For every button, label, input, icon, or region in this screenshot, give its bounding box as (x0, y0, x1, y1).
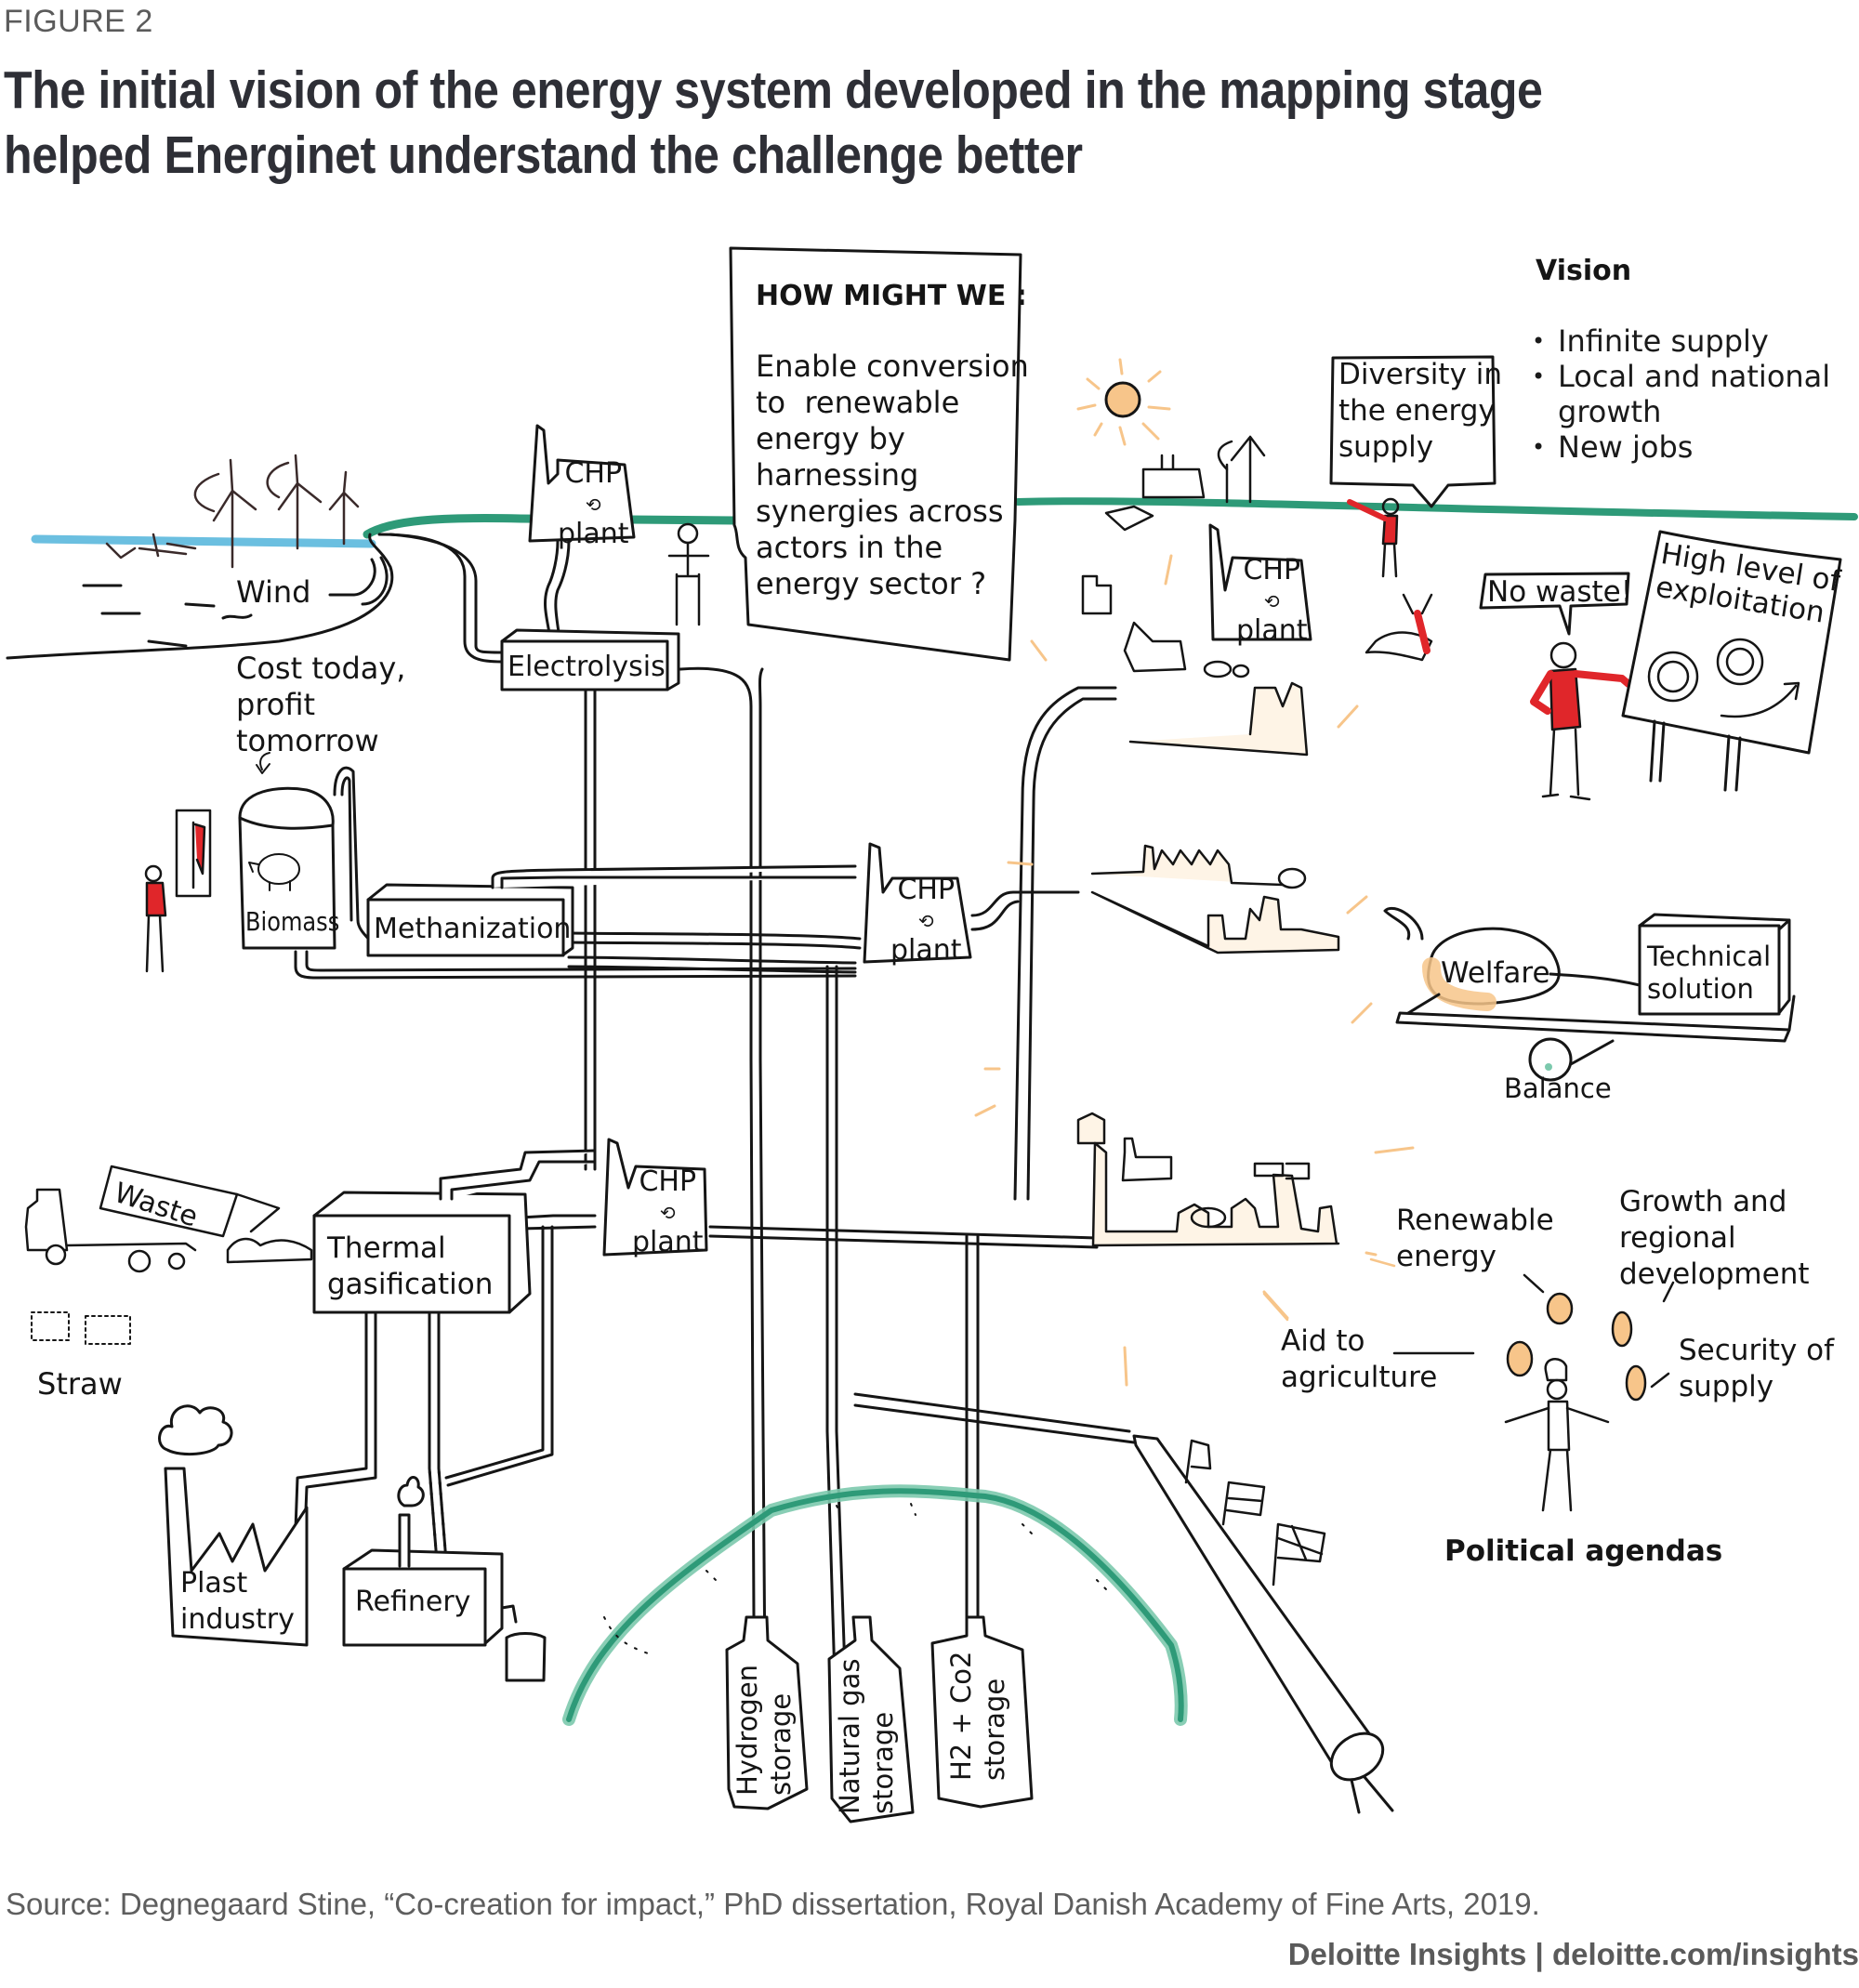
vision-item: Infinite supply (1532, 323, 1830, 359)
vision-item: Local and national growth (1532, 359, 1830, 429)
city-cluster-middle (1090, 844, 1340, 955)
plant-text: plant (632, 1226, 704, 1258)
underground-reservoir-arc (562, 1484, 1188, 1726)
cost-note: Cost today, profit tomorrow (236, 651, 406, 758)
chp-text: CHP (897, 874, 956, 906)
chp-plant-top (528, 424, 636, 543)
diversity-speech-bubble (1329, 355, 1496, 508)
straw-label: Straw (37, 1366, 123, 1402)
figure-label: FIGURE 2 (4, 4, 153, 39)
export-tube (1132, 1434, 1394, 1814)
figure-title: The initial vision of the energy system … (4, 60, 1543, 185)
political-agendas-heading: Political agendas (1444, 1534, 1723, 1568)
cycle-arrows-icon: ⟲ (917, 910, 934, 932)
chp-label-lower: CHP ⟲plant (632, 1167, 704, 1257)
storage-tanks (725, 1615, 1034, 1823)
pipe-network (292, 533, 1136, 1805)
chp-text: CHP (564, 457, 623, 490)
hmw-card-border (729, 246, 1022, 662)
cycle-arrows-icon: ⟲ (585, 494, 601, 516)
welfare-label: Welfare (1441, 956, 1550, 990)
chp-text: CHP (1243, 554, 1301, 586)
country-flags-icon (1184, 1439, 1326, 1586)
hmw-body: Enable conversion to renewable energy by… (756, 349, 1029, 601)
aid-agriculture-label: Aid to agriculture (1281, 1324, 1438, 1394)
person-with-banner-icon (144, 809, 212, 973)
methanization-label: Methanization (374, 913, 572, 945)
vision-heading: Vision (1536, 255, 1632, 287)
chp-label-middle: CHP ⟲plant (890, 876, 962, 965)
plast-industry-label: Plast industry (180, 1567, 295, 1636)
sea-horizon (6, 497, 1858, 660)
hydrogen-storage-label: Hydrogen storage (732, 1664, 797, 1796)
technical-solution-label: Technical solution (1647, 941, 1772, 1005)
chp-plant-middle (863, 842, 972, 964)
methanization-box (366, 864, 857, 957)
person-shrugging-icon (667, 522, 710, 626)
plant-text: plant (558, 518, 629, 550)
growth-label: Growth and regional development (1619, 1185, 1810, 1291)
cost-note-arrow-icon (256, 752, 270, 774)
cycle-arrows-icon: ⟲ (1263, 590, 1280, 612)
sun-icon (1076, 358, 1171, 446)
plant-text: plant (1236, 614, 1308, 647)
chp-plant-right (1208, 523, 1312, 641)
chp-label-right: CHP ⟲plant (1236, 556, 1308, 645)
no-waste-text: No waste! (1487, 575, 1633, 609)
security-supply-label: Security of supply (1679, 1334, 1835, 1403)
city-cluster-top (1081, 574, 1309, 757)
thermal-gasification-box (312, 1149, 597, 1314)
city-cluster-bottom (1076, 1112, 1340, 1247)
balance-label: Balance (1504, 1073, 1612, 1104)
person-pointing-icon (1347, 497, 1400, 578)
politician-juggling-icon (1262, 1257, 1675, 1512)
electrolysis-label: Electrolysis (508, 651, 666, 683)
h2-co2-storage-label: H2 + Co2 storage (945, 1651, 1010, 1781)
power-station-icon (1104, 435, 1266, 532)
biomass-tank (238, 786, 336, 950)
balance-scale (1383, 906, 1796, 1082)
hydrogen-storage-tank (725, 1615, 809, 1810)
renewable-energy-label: Renewable energy (1396, 1204, 1554, 1273)
straw-bales-icon (31, 1311, 131, 1345)
biomass-label: Biomass (245, 906, 340, 937)
source-note: Source: Degnegaard Stine, “Co-creation f… (6, 1887, 1540, 1921)
pig-icon (248, 853, 300, 891)
wind-label: Wind (236, 574, 311, 610)
refinery-box (342, 1476, 547, 1682)
natural-gas-storage-label: Natural gas storage (834, 1658, 899, 1814)
publisher-credit: Deloitte Insights | deloitte.com/insight… (1287, 1937, 1859, 1971)
diversity-text: Diversity in the energy supply (1338, 358, 1503, 464)
chp-plant-lower (602, 1138, 708, 1257)
vision-item: New jobs (1532, 429, 1830, 465)
offshore-wind-turbines-icon (105, 454, 360, 569)
gears-icon (1647, 638, 1800, 718)
thermal-gasification-label: Thermal gasification (327, 1231, 494, 1301)
no-waste-speech-bubble (1479, 572, 1630, 636)
waste-truck-icon (24, 1165, 313, 1273)
refinery-label: Refinery (355, 1586, 471, 1618)
hmw-heading: HOW MIGHT WE : (756, 280, 1027, 312)
plast-industry-factory (158, 1404, 309, 1647)
h2-co2-storage-tank (930, 1615, 1034, 1809)
vision-list: Infinite supply Local and national growt… (1532, 323, 1830, 465)
person-flying-icon (1365, 593, 1433, 662)
chp-label-top: CHP ⟲plant (558, 459, 629, 548)
plant-text: plant (890, 934, 962, 967)
electrolysis-box (500, 628, 680, 691)
light-rays (974, 554, 1415, 1387)
person-presenting-icon (1530, 641, 1632, 801)
cycle-arrows-icon: ⟲ (659, 1202, 676, 1224)
chp-text: CHP (639, 1165, 697, 1198)
natural-gas-storage-tank (827, 1615, 915, 1823)
